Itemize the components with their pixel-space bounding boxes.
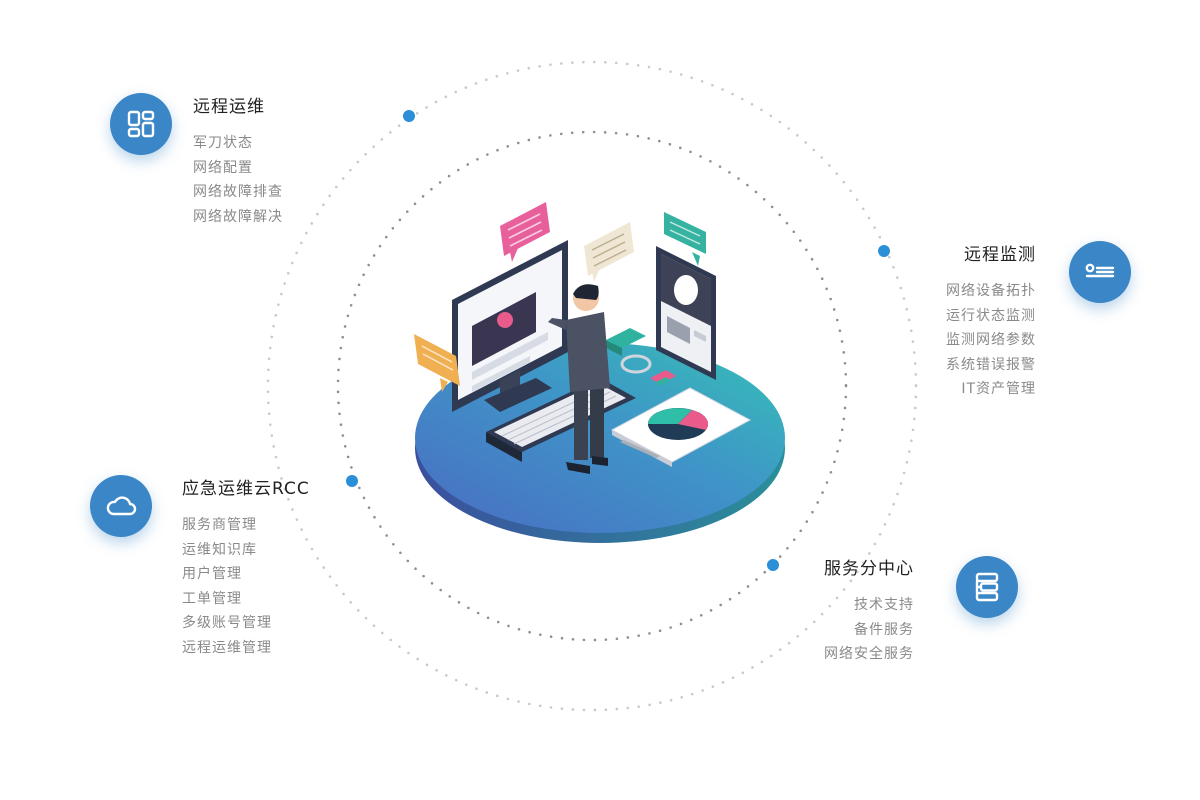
list-item: IT资产管理 [961,381,1036,398]
bubble-pink [500,202,550,262]
cloud-icon [90,475,152,537]
node-title: 远程运维 [193,97,265,117]
list-item: 网络故障排查 [193,184,283,201]
phone-illustration [656,246,716,380]
list-item: 技术支持 [854,597,914,613]
orbit-dot [878,245,890,257]
accessories-illustration [606,328,676,386]
list-item: 军刀状态 [193,135,253,151]
list-item: 系统错误报警 [946,356,1036,373]
list-item: 远程运维管理 [182,639,272,656]
node-remote-monitor: 远程监测 网络设备拓扑 运行状态监测 监测网络参数 系统错误报警 IT资产管理 [946,240,1036,402]
server-stack-icon [956,556,1018,618]
dashboard-grid-icon [110,93,172,155]
node-title: 服务分中心 [824,559,914,579]
node-service-center: 服务分中心 技术支持 备件服务 网络安全服务 [824,554,914,667]
orbit-dot [403,110,415,122]
monitor-illustration [452,240,568,412]
node-title: 应急运维云RCC [182,479,310,499]
outer-orbit [266,60,918,712]
list-item: 监测网络参数 [946,332,1036,349]
list-item: 网络故障解决 [193,208,283,225]
list-item: 网络配置 [193,159,253,176]
list-item: 工单管理 [182,590,242,607]
list-item: 网络设备拓扑 [946,283,1036,299]
list-item: 网络安全服务 [824,646,914,663]
bubble-teal [664,212,706,266]
document-illustration [610,387,752,467]
bubble-orange [414,334,460,392]
list-item: 用户管理 [182,566,242,583]
list-item: 服务商管理 [182,517,257,533]
node-title: 远程监测 [964,245,1036,265]
list-item: 备件服务 [854,621,914,638]
list-item: 运行状态监测 [946,307,1036,324]
list-item: 运维知识库 [182,541,257,558]
orbit-dot [346,475,358,487]
person-illustration [548,284,610,474]
inner-orbit [336,130,848,642]
orbit-dot [767,559,779,571]
list-item: 多级账号管理 [182,615,272,632]
id-card-list-icon [1069,241,1131,303]
node-rcc: 应急运维云RCC 服务商管理 运维知识库 用户管理 工单管理 多级账号管理 远程… [182,474,310,661]
bubble-cream [584,222,634,282]
node-remote-ops: 远程运维 军刀状态 网络配置 网络故障排查 网络故障解决 [193,92,283,229]
